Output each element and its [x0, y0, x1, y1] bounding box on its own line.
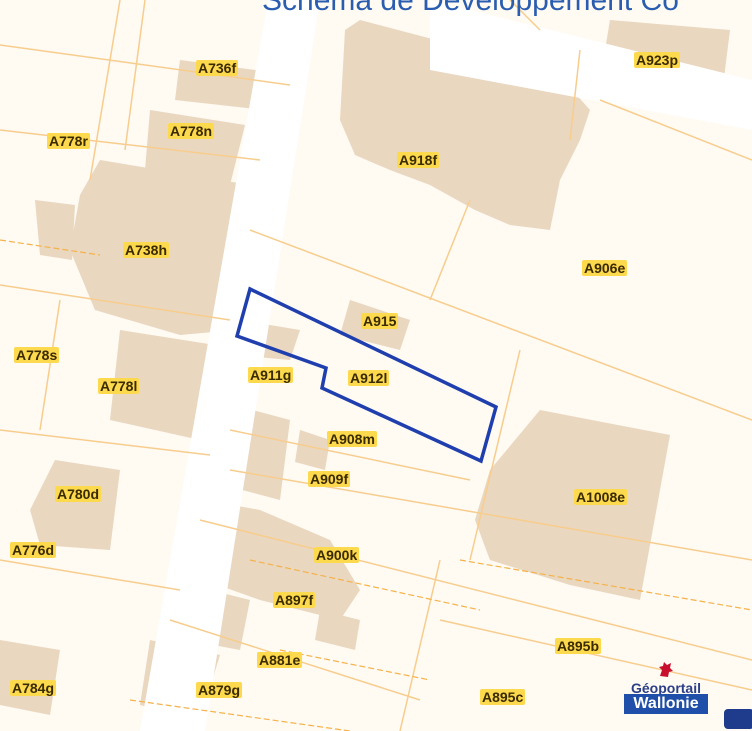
parcel-label[interactable]: A778r — [47, 133, 90, 149]
parcel-label[interactable]: A784g — [10, 680, 57, 696]
parcel-label[interactable]: A778n — [168, 123, 215, 139]
parcel-label[interactable]: A776d — [10, 542, 57, 558]
logo-brand-top: Géoportail — [630, 680, 701, 696]
corner-button[interactable] — [724, 709, 752, 729]
parcel-label[interactable]: A881e — [257, 652, 303, 668]
parcel-label[interactable]: A906e — [582, 260, 628, 276]
parcel-label[interactable]: A909f — [308, 471, 351, 487]
parcel-label[interactable]: A895c — [480, 689, 526, 705]
main-road — [140, 0, 320, 731]
geoportail-logo[interactable]: Géoportail Wallonie — [620, 660, 712, 724]
wallonia-cockerel-icon — [659, 662, 673, 677]
logo-brand-main: Wallonie — [624, 694, 708, 714]
parcel-label[interactable]: A736f — [196, 60, 239, 76]
parcel-label[interactable]: A918f — [397, 152, 440, 168]
parcel-lines-dashed — [0, 239, 752, 731]
side-road — [430, 0, 752, 130]
parcel-label[interactable]: A1008e — [574, 489, 628, 505]
parcel-label[interactable]: A912l — [348, 370, 390, 386]
page-title: Schéma de Développement Co — [262, 0, 679, 17]
parcel-label[interactable]: A895b — [555, 638, 602, 654]
parcel-label[interactable]: A879g — [196, 682, 243, 698]
parcel-label[interactable]: A780d — [55, 486, 102, 502]
parcel-label[interactable]: A738h — [123, 242, 170, 258]
parcel-label[interactable]: A911g — [248, 367, 294, 383]
parcel-label[interactable]: A900k — [314, 547, 360, 563]
parcel-label[interactable]: A915 — [361, 313, 399, 329]
parcel-label[interactable]: A908m — [327, 431, 377, 447]
highlighted-parcel-outline[interactable] — [234, 286, 499, 464]
parcel-label[interactable]: A923p — [634, 52, 681, 68]
parcel-label[interactable]: A778s — [14, 347, 60, 363]
parcel-label[interactable]: A897f — [273, 592, 316, 608]
parcel-label[interactable]: A778l — [98, 378, 140, 394]
